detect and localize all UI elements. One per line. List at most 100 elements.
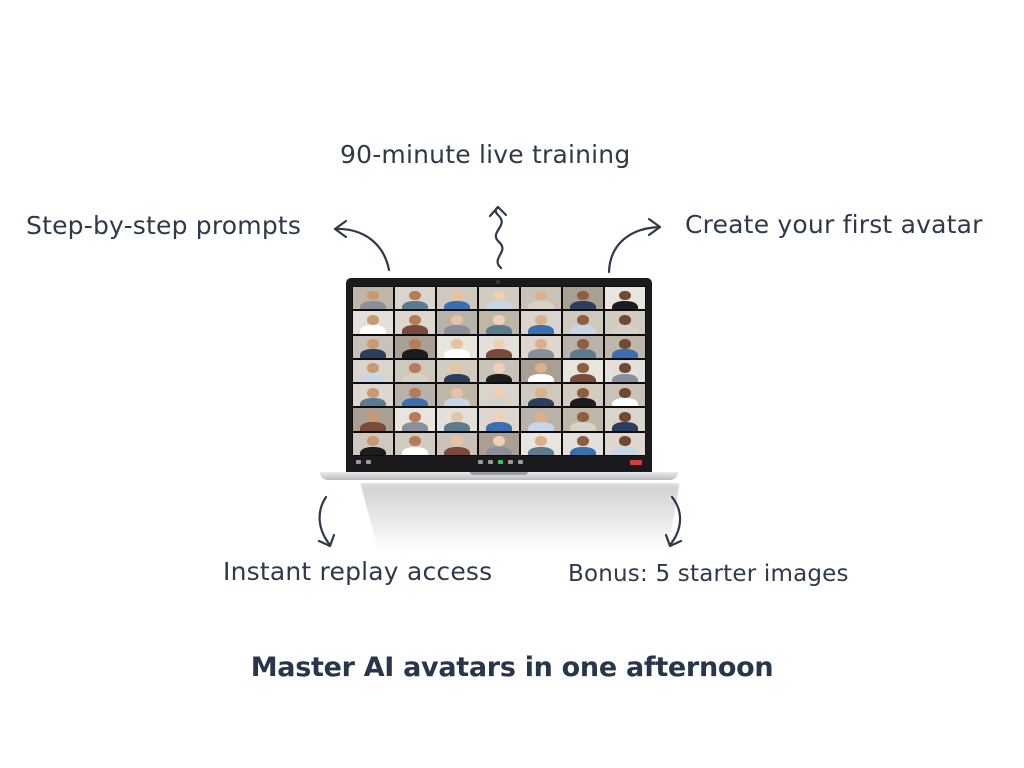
participant-face	[493, 339, 505, 349]
participants-icon	[478, 460, 483, 464]
participant-face	[619, 387, 631, 398]
participant-body	[486, 422, 512, 431]
participant-face	[619, 290, 631, 301]
participant-tile	[395, 432, 435, 455]
record-icon	[508, 460, 513, 464]
participant-face	[535, 339, 547, 349]
participant-body	[402, 422, 428, 431]
participant-tile	[479, 432, 519, 455]
participant-tile	[395, 311, 435, 334]
participant-body	[570, 397, 596, 407]
video-call-screen	[352, 286, 646, 468]
participant-face	[409, 314, 421, 325]
participant-body	[444, 422, 470, 431]
participant-face	[409, 290, 421, 301]
participant-body	[570, 349, 596, 358]
participant-body	[570, 325, 596, 334]
participant-face	[535, 314, 547, 325]
participant-body	[570, 300, 596, 310]
webcam-icon	[496, 280, 500, 284]
participant-body	[360, 349, 386, 358]
participant-tile	[479, 408, 519, 431]
participant-face	[409, 387, 421, 398]
participant-body	[612, 300, 638, 310]
participant-tile	[353, 311, 393, 334]
participant-body	[612, 325, 638, 334]
participant-body	[528, 446, 554, 455]
participant-face	[577, 387, 589, 398]
participant-body	[444, 300, 470, 310]
participant-tile	[437, 432, 477, 455]
participant-face	[451, 339, 463, 349]
participant-tile	[521, 384, 561, 407]
participant-tile	[437, 384, 477, 407]
participant-grid	[353, 287, 645, 455]
participant-face	[451, 290, 463, 301]
participant-tile	[563, 287, 603, 310]
participant-body	[570, 373, 596, 383]
curved-arrow-right-icon	[607, 217, 662, 274]
participant-body	[402, 349, 428, 358]
participant-tile	[353, 335, 393, 358]
participant-body	[402, 300, 428, 310]
participant-body	[486, 446, 512, 455]
participant-body	[612, 422, 638, 431]
participant-face	[577, 314, 589, 325]
participant-face	[619, 339, 631, 349]
participant-tile	[521, 359, 561, 383]
participant-tile	[605, 384, 645, 407]
call-toolbar	[352, 456, 646, 468]
participant-face	[535, 411, 547, 422]
laptop-notch	[470, 472, 528, 475]
participant-tile	[479, 335, 519, 358]
participant-body	[528, 300, 554, 310]
participant-tile	[437, 408, 477, 431]
curved-arrow-left-icon	[333, 219, 391, 272]
participant-face	[577, 339, 589, 349]
participant-face	[409, 363, 421, 374]
participant-tile	[479, 359, 519, 383]
feature-create-avatar: Create your first avatar	[685, 210, 983, 239]
participant-tile	[563, 408, 603, 431]
participant-tile	[479, 287, 519, 310]
participant-body	[528, 422, 554, 431]
participant-body	[360, 446, 386, 455]
participant-face	[451, 411, 463, 422]
participant-body	[402, 373, 428, 383]
end-call-button	[630, 459, 642, 465]
participant-tile	[479, 384, 519, 407]
participant-face	[409, 411, 421, 422]
participant-face	[493, 363, 505, 374]
participant-body	[444, 349, 470, 358]
participant-tile	[605, 287, 645, 310]
headline: Master AI avatars in one afternoon	[250, 652, 774, 683]
participant-tile	[395, 408, 435, 431]
participant-body	[612, 349, 638, 358]
feature-live-training: 90-minute live training	[340, 140, 631, 169]
participant-tile	[605, 311, 645, 334]
participant-body	[486, 373, 512, 383]
participant-body	[360, 325, 386, 334]
participant-tile	[353, 432, 393, 455]
participant-tile	[563, 335, 603, 358]
participant-body	[528, 349, 554, 358]
participant-face	[535, 290, 547, 301]
participant-tile	[395, 335, 435, 358]
participant-body	[444, 397, 470, 407]
participant-face	[577, 436, 589, 447]
participant-body	[486, 325, 512, 334]
participant-tile	[437, 287, 477, 310]
participant-tile	[395, 287, 435, 310]
participant-face	[619, 436, 631, 447]
participant-tile	[437, 359, 477, 383]
participant-face	[493, 411, 505, 422]
laptop-lid	[346, 278, 652, 474]
participant-body	[402, 397, 428, 407]
chat-icon	[488, 460, 493, 464]
participant-body	[528, 373, 554, 383]
participant-face	[577, 363, 589, 374]
participant-body	[444, 446, 470, 455]
participant-body	[360, 397, 386, 407]
participant-body	[402, 446, 428, 455]
